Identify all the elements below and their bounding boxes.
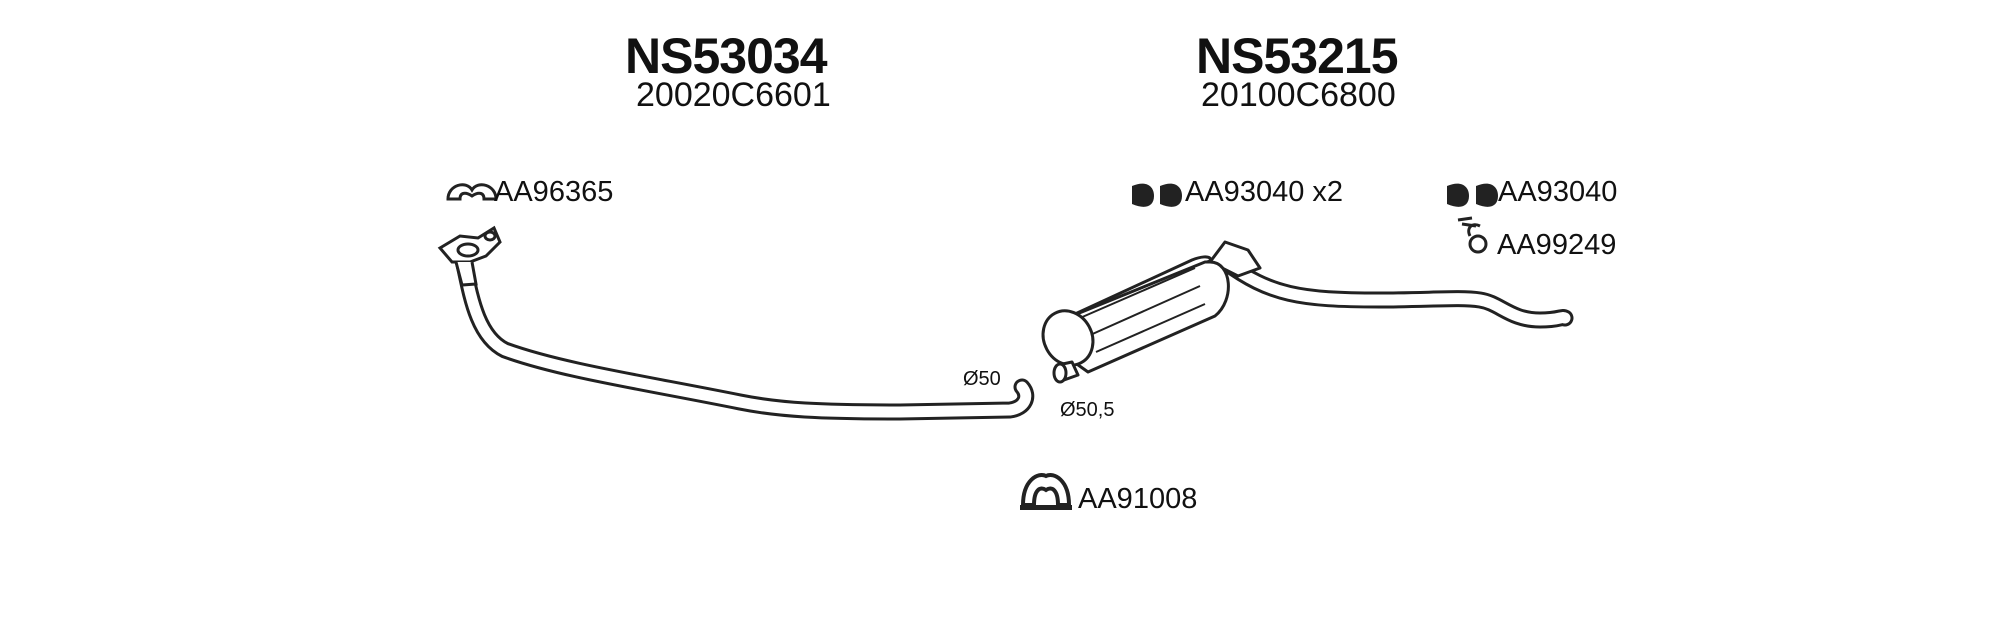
silencer-inlet-diameter-label: Ø50,5: [1060, 399, 1115, 421]
rubber-mount-pair-label: AA93040 x2: [1185, 176, 1344, 208]
oem-code-front-pipe: 20020C6601: [636, 76, 831, 114]
rubber-mount-pair-icon: [1132, 183, 1182, 207]
front-pipe-flange: [437, 225, 502, 287]
part-code-rear-silencer: NS53215: [1196, 28, 1398, 84]
clamp-icon: [1020, 473, 1072, 510]
rubber-mount-single-icon: [1447, 183, 1498, 207]
gasket-icon: [446, 183, 498, 201]
front-pipe-diameter-label: Ø50: [963, 368, 1001, 390]
oem-code-rear-silencer: 20100C6800: [1201, 76, 1396, 114]
hanger-icon: [1457, 216, 1488, 254]
clamp-label: AA91008: [1078, 483, 1198, 515]
front-pipe: [453, 246, 1035, 421]
hanger-label: AA99249: [1497, 229, 1617, 261]
part-code-front-pipe: NS53034: [625, 28, 827, 84]
rear-silencer: [1041, 240, 1574, 384]
gasket-label: AA96365: [494, 176, 614, 208]
rubber-mount-single-label: AA93040: [1498, 176, 1618, 208]
